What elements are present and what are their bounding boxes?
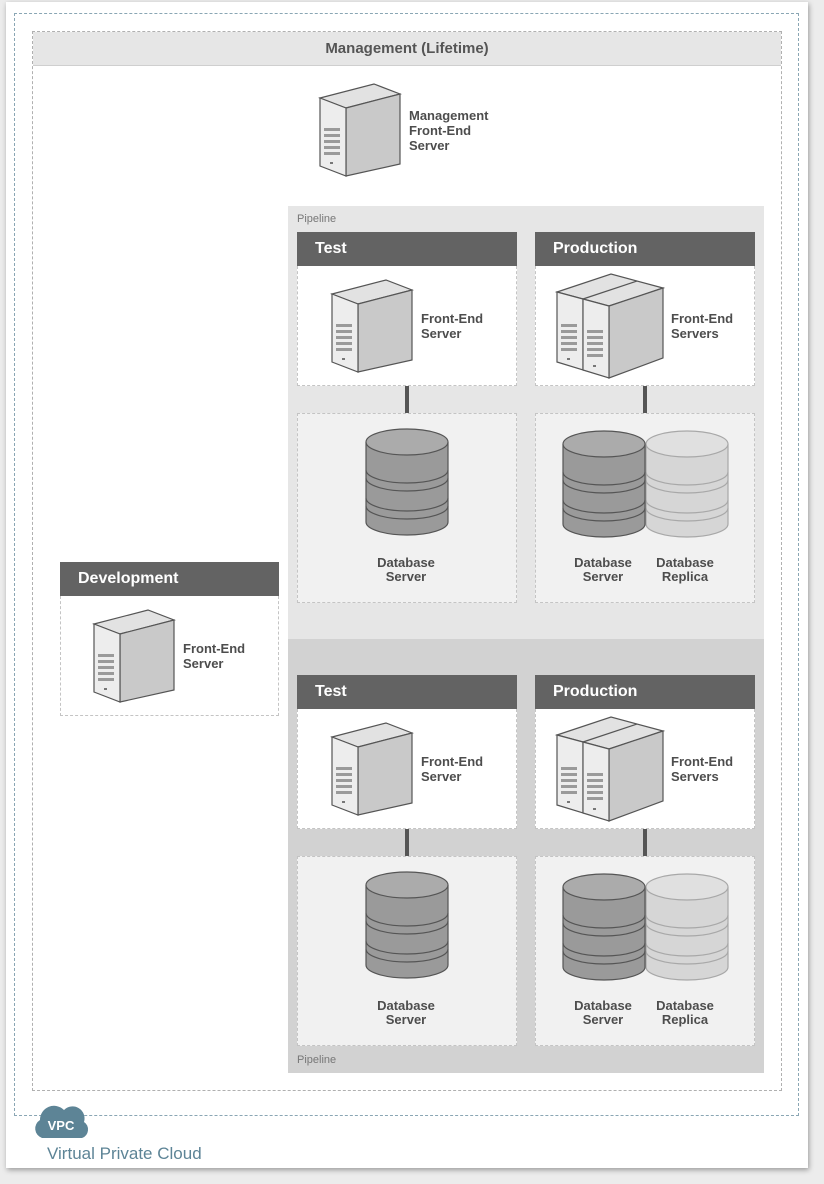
- pipeline-1-production-replica-label: Database Replica: [645, 556, 725, 584]
- pipeline-1-production-replica-icon: [645, 430, 729, 538]
- pipeline-2-production-header: Production: [535, 675, 755, 709]
- development-server-label-line1: Front-End: [183, 641, 246, 656]
- management-server-label-line1: Management: [409, 108, 489, 123]
- pipeline-2-production-replica-label-line1: Database: [656, 998, 714, 1013]
- pipeline-1-test-server-label-line1: Front-End: [421, 311, 484, 326]
- pipeline-2-test-database-icon: [365, 871, 449, 979]
- pipeline-2-test-database-label: Database Server: [366, 999, 446, 1027]
- pipeline-2-production-replica-icon: [645, 873, 729, 981]
- pipeline-1-production-servers-label-line1: Front-End: [671, 311, 734, 326]
- vpc-boundary: [14, 13, 799, 1116]
- pipeline-2-production-connector: [643, 829, 647, 856]
- pipeline-2-production-servers-label-line1: Front-End: [671, 754, 734, 769]
- pipeline-1-test-database-label-line1: Database: [377, 555, 435, 570]
- pipeline-1-test-server-icon: [330, 279, 414, 373]
- development-server-icon: [92, 609, 176, 703]
- pipeline-1-production-servers-icon: [555, 273, 665, 379]
- pipeline-2-test-database-label-line2: Server: [385, 1012, 427, 1027]
- pipeline-1-production-database-label-line2: Server: [582, 569, 624, 584]
- pipeline-2-production-replica-label-line2: Replica: [661, 1012, 709, 1027]
- pipeline-2-production-database-label-line1: Database: [574, 998, 632, 1013]
- pipeline-1-test-connector: [405, 386, 409, 413]
- pipeline-2-test-server-label-line2: Server: [421, 769, 462, 784]
- pipeline-2-test-server-label: Front-End Server: [421, 754, 483, 784]
- pipeline-2-production-servers-label-line2: Servers: [671, 769, 719, 784]
- pipeline-1-label: Pipeline: [297, 213, 337, 225]
- pipeline-2-test-server-icon: [330, 722, 414, 816]
- pipeline-2-production-servers-label: Front-End Servers: [671, 754, 733, 784]
- pipeline-1-test-database-label-line2: Server: [385, 569, 427, 584]
- pipeline-2-test-server-label-line1: Front-End: [421, 754, 484, 769]
- pipeline-1-production-database-label-line1: Database: [574, 555, 632, 570]
- vpc-cloud-icon: VPC: [35, 1105, 89, 1138]
- pipeline-2-test-header: Test: [297, 675, 517, 709]
- vpc-caption: Virtual Private Cloud: [47, 1144, 202, 1163]
- pipeline-1-production-servers-label-line2: Servers: [671, 326, 719, 341]
- pipeline-2-production-database-label-line2: Server: [582, 1012, 624, 1027]
- pipeline-1-production-servers-label: Front-End Servers: [671, 311, 733, 341]
- pipeline-2-production-database-icon: [562, 873, 646, 981]
- management-boundary: [32, 31, 782, 1091]
- pipeline-1-test-server-label-line2: Server: [421, 326, 462, 341]
- pipeline-2-production-database-label: Database Server: [563, 999, 643, 1027]
- management-server-label: Management Front-End Server: [409, 108, 488, 153]
- pipeline-1-test-database-label: Database Server: [366, 556, 446, 584]
- development-header: Development: [60, 562, 279, 596]
- pipeline-2-production-servers-icon: [555, 716, 665, 822]
- pipeline-1-production-database-icon: [562, 430, 646, 538]
- pipeline-1-test-header: Test: [297, 232, 517, 266]
- pipeline-1-production-replica-label-line2: Replica: [661, 569, 709, 584]
- pipeline-2-test-database-label-line1: Database: [377, 998, 435, 1013]
- pipeline-2-production-replica-label: Database Replica: [645, 999, 725, 1027]
- pipeline-1-production-replica-label-line1: Database: [656, 555, 714, 570]
- vpc-badge-label: VPC: [48, 1118, 75, 1133]
- pipeline-1-production-connector: [643, 386, 647, 413]
- pipeline-2-test-connector: [405, 829, 409, 856]
- management-server-label-line2: Front-End: [409, 123, 472, 138]
- management-server-label-line3: Server: [409, 138, 450, 153]
- pipeline-2-label: Pipeline: [297, 1054, 337, 1066]
- pipeline-1-production-header: Production: [535, 232, 755, 266]
- management-server-icon: [318, 83, 402, 177]
- pipeline-1-test-server-label: Front-End Server: [421, 311, 483, 341]
- management-header: Management (Lifetime): [33, 32, 781, 66]
- development-server-label-line2: Server: [183, 656, 224, 671]
- pipeline-1-test-database-icon: [365, 428, 449, 536]
- pipeline-1-production-database-label: Database Server: [563, 556, 643, 584]
- development-server-label: Front-End Server: [183, 641, 245, 671]
